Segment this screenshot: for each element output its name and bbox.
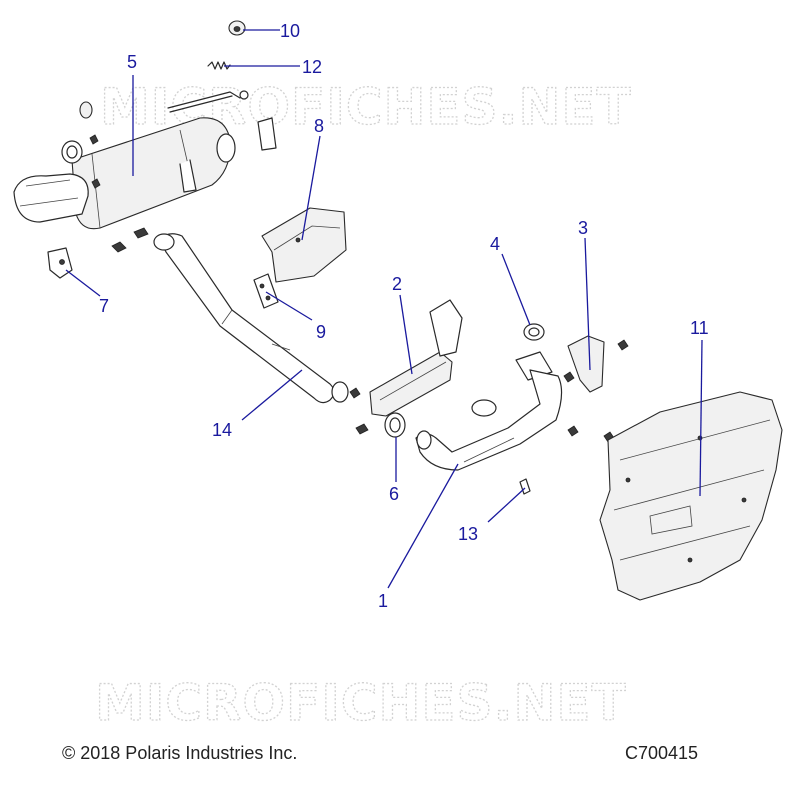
callout-11: 11 (690, 318, 709, 338)
part-7-bracket (47, 227, 149, 279)
callout-9: 9 (316, 322, 326, 342)
callout-12: 12 (302, 57, 322, 77)
leader-8 (301, 135, 321, 241)
part-5-muffler (13, 90, 277, 230)
part-11-large-shield (599, 391, 783, 601)
part-12-spring (207, 61, 231, 70)
diagram-reference-code: C700415 (625, 743, 699, 763)
part-10-grommet (228, 20, 246, 36)
callout-5: 5 (127, 52, 137, 72)
leader-9 (265, 291, 313, 321)
leader-1 (387, 463, 459, 589)
callout-6: 6 (389, 484, 399, 504)
part-1-header-pipe (415, 351, 563, 471)
callout-4: 4 (490, 234, 500, 254)
callout-10: 10 (280, 21, 300, 41)
callout-1: 1 (378, 591, 388, 611)
leader-14 (241, 369, 303, 421)
callout-8: 8 (314, 116, 324, 136)
callout-13: 13 (458, 524, 478, 544)
leader-4 (501, 253, 531, 326)
part-6-gasket (384, 412, 406, 438)
part-8-heat-shield (261, 207, 347, 283)
clamp (471, 399, 497, 417)
callout-7: 7 (99, 296, 109, 316)
callout-14: 14 (212, 420, 232, 440)
leader-2 (399, 294, 413, 375)
leader-7 (65, 269, 101, 297)
watermark-bottom: MICROFICHES.NET (95, 674, 627, 732)
part-2-pipe-shield (369, 299, 463, 417)
copyright-text: © 2018 Polaris Industries Inc. (62, 743, 298, 763)
leader-11 (699, 339, 703, 497)
leader-13 (487, 487, 526, 523)
fasteners (567, 425, 615, 443)
part-3-small-shield (563, 335, 629, 393)
part-4-seal (523, 323, 545, 341)
callout-3: 3 (578, 218, 588, 238)
part-14-pipe (153, 233, 369, 435)
part-9-flange (253, 273, 279, 309)
callout-2: 2 (392, 274, 402, 294)
leader-3 (584, 237, 591, 371)
